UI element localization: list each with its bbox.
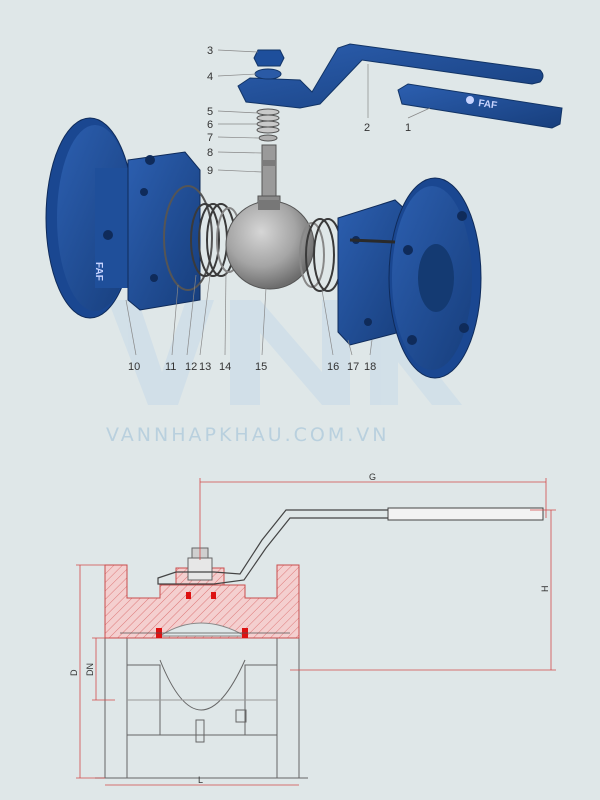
part-number-1: 1 [405, 122, 411, 134]
right-flange-icon [337, 177, 482, 379]
spring-icon [256, 108, 280, 142]
dimension-label-g: G [369, 472, 376, 482]
part-number-6: 6 [207, 119, 213, 131]
part-number-9: 9 [207, 165, 213, 177]
part-number-18: 18 [364, 361, 376, 373]
handle-cover-icon: FAF [397, 83, 563, 129]
part-number-17: 17 [347, 361, 359, 373]
dimension-label-h: H [540, 586, 550, 593]
nut-icon [253, 49, 285, 80]
part-number-3: 3 [207, 45, 213, 57]
flange-icon: FAF [45, 117, 201, 319]
dimension-label-d: D [69, 669, 79, 676]
section-drawing [95, 507, 544, 779]
dimension-lines [76, 478, 556, 786]
body-logo: FAF [93, 262, 104, 281]
part-number-4: 4 [207, 71, 213, 83]
leader-lines [125, 49, 431, 356]
dimension-label-l: L [198, 775, 203, 785]
part-number-16: 16 [327, 361, 339, 373]
part-number-13: 13 [199, 361, 211, 373]
dimension-label-dn: DN [85, 663, 95, 676]
part-number-10: 10 [128, 361, 140, 373]
watermark-text: VANNHAPKHAU.COM.VN [106, 424, 390, 446]
seat-spring-right-icon [299, 218, 343, 292]
part-number-11: 11 [165, 361, 176, 373]
part-number-2: 2 [364, 122, 370, 134]
part-number-7: 7 [207, 132, 213, 144]
handle-logo: FAF [478, 98, 498, 112]
gasket-ring-icon [163, 185, 213, 291]
valve-handle-icon [237, 43, 544, 109]
part-number-5: 5 [207, 106, 213, 118]
part-number-15: 15 [255, 361, 267, 373]
part-number-labels: 3 4 5 6 7 8 9 2 1 10 11 12 13 14 15 16 1… [128, 45, 411, 373]
ball-icon [225, 200, 315, 290]
part-number-14: 14 [219, 361, 231, 373]
part-number-8: 8 [207, 147, 213, 159]
part-number-12: 12 [185, 361, 197, 373]
